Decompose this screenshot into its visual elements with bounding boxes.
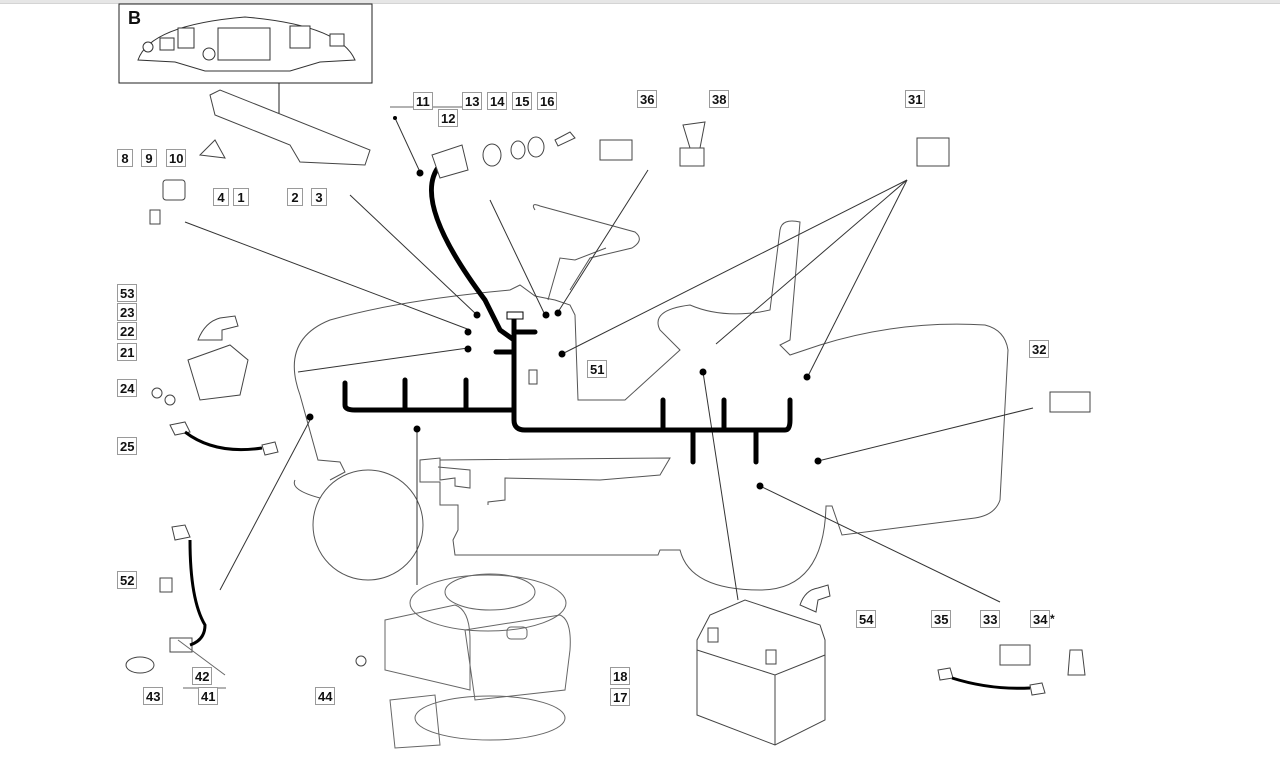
callout-4[interactable]: 4: [213, 188, 229, 206]
callout-32[interactable]: 32: [1029, 340, 1050, 358]
callout-41[interactable]: 41: [198, 687, 219, 705]
callout-14[interactable]: 14: [487, 92, 508, 110]
callout-33[interactable]: 33: [980, 610, 1001, 628]
cable-clip: [159, 577, 173, 593]
callout-44[interactable]: 44: [315, 687, 336, 705]
callout-16[interactable]: 16: [537, 92, 558, 110]
solenoid-cable-end: [261, 441, 279, 456]
starter-solenoid: [187, 344, 249, 401]
seat-harness-end: [937, 667, 954, 681]
seat-switch: [1067, 649, 1086, 676]
callout-9[interactable]: 9: [141, 149, 157, 167]
callout-31[interactable]: 31: [905, 90, 926, 108]
callout-36[interactable]: 36: [637, 90, 658, 108]
callout-1[interactable]: 1: [233, 188, 249, 206]
terminal-cover: [197, 315, 239, 341]
switch-nut: [527, 136, 545, 158]
callout-43[interactable]: 43: [143, 687, 164, 705]
fuel-icon: [159, 37, 175, 51]
callout-21[interactable]: 21: [117, 343, 138, 361]
terminal-nut: [151, 387, 163, 399]
callout-15[interactable]: 15: [512, 92, 533, 110]
callout-10[interactable]: 10: [166, 149, 187, 167]
seat-harness: [951, 676, 1031, 690]
callout-11[interactable]: 11: [413, 92, 433, 110]
tractor-outline: [293, 204, 1009, 591]
headlight-harness: [188, 539, 207, 647]
callout-51[interactable]: 51: [587, 360, 608, 378]
callout-22[interactable]: 22: [117, 322, 138, 340]
ignition-switch: [431, 144, 469, 179]
footnote-marker: *: [1050, 612, 1055, 626]
callout-34[interactable]: 34: [1030, 610, 1051, 628]
seat-relay: [999, 644, 1031, 666]
engine: [384, 573, 571, 749]
callout-12[interactable]: 12: [438, 109, 459, 127]
callout-3[interactable]: 3: [311, 188, 327, 206]
solenoid-cable: [184, 430, 263, 452]
callout-13[interactable]: 13: [462, 92, 483, 110]
switch-bezel: [482, 143, 502, 167]
leader-lines: [184, 117, 1034, 603]
terminal-nut: [164, 394, 176, 406]
battery-terminal-cover: [799, 584, 831, 613]
callout-38[interactable]: 38: [709, 90, 730, 108]
callout-52[interactable]: 52: [117, 571, 138, 589]
callout-42[interactable]: 42: [192, 667, 213, 685]
engine-nut: [355, 655, 367, 667]
choke-knob: [682, 121, 706, 149]
callout-17[interactable]: 17: [610, 688, 631, 706]
harness-connector: [171, 524, 191, 541]
battery-icon: [329, 33, 345, 47]
lamp-socket: [169, 637, 193, 653]
inset-label: B: [128, 8, 141, 28]
callout-2[interactable]: 2: [287, 188, 303, 206]
seat-harness-end: [1029, 682, 1046, 696]
callout-25[interactable]: 25: [117, 437, 138, 455]
attachment-points: [306, 116, 822, 490]
callout-53[interactable]: 53: [117, 284, 138, 302]
choke-body: [679, 147, 705, 167]
wiring-harness: [342, 162, 793, 465]
seat-icon: [289, 25, 311, 49]
callout-54[interactable]: 54: [856, 610, 877, 628]
solenoid-cable-end: [169, 421, 191, 436]
dashboard-inset: [118, 3, 373, 126]
ignition-key: [554, 131, 576, 147]
lock-washer: [510, 140, 526, 160]
callout-24[interactable]: 24: [117, 379, 138, 397]
battery: [696, 599, 826, 746]
callout-8[interactable]: 8: [117, 149, 133, 167]
harness-connector: [506, 311, 524, 320]
callout-18[interactable]: 18: [610, 667, 631, 685]
harness-clip: [528, 369, 538, 385]
parking-brake-icon: [142, 41, 154, 53]
headlight-switch: [599, 139, 633, 161]
window-top-edge: [0, 0, 1280, 4]
relay: [162, 179, 186, 201]
callout-23[interactable]: 23: [117, 303, 138, 321]
callout-35[interactable]: 35: [931, 610, 952, 628]
bulb: [125, 656, 155, 674]
display-screen: [217, 27, 271, 61]
grass-catcher-icon: [177, 27, 195, 49]
brake-microswitch: [1049, 391, 1091, 413]
pto-switch: [916, 137, 950, 167]
dashboard-panel: [198, 89, 371, 166]
mode-button[interactable]: [202, 47, 216, 61]
fuse: [149, 209, 161, 225]
